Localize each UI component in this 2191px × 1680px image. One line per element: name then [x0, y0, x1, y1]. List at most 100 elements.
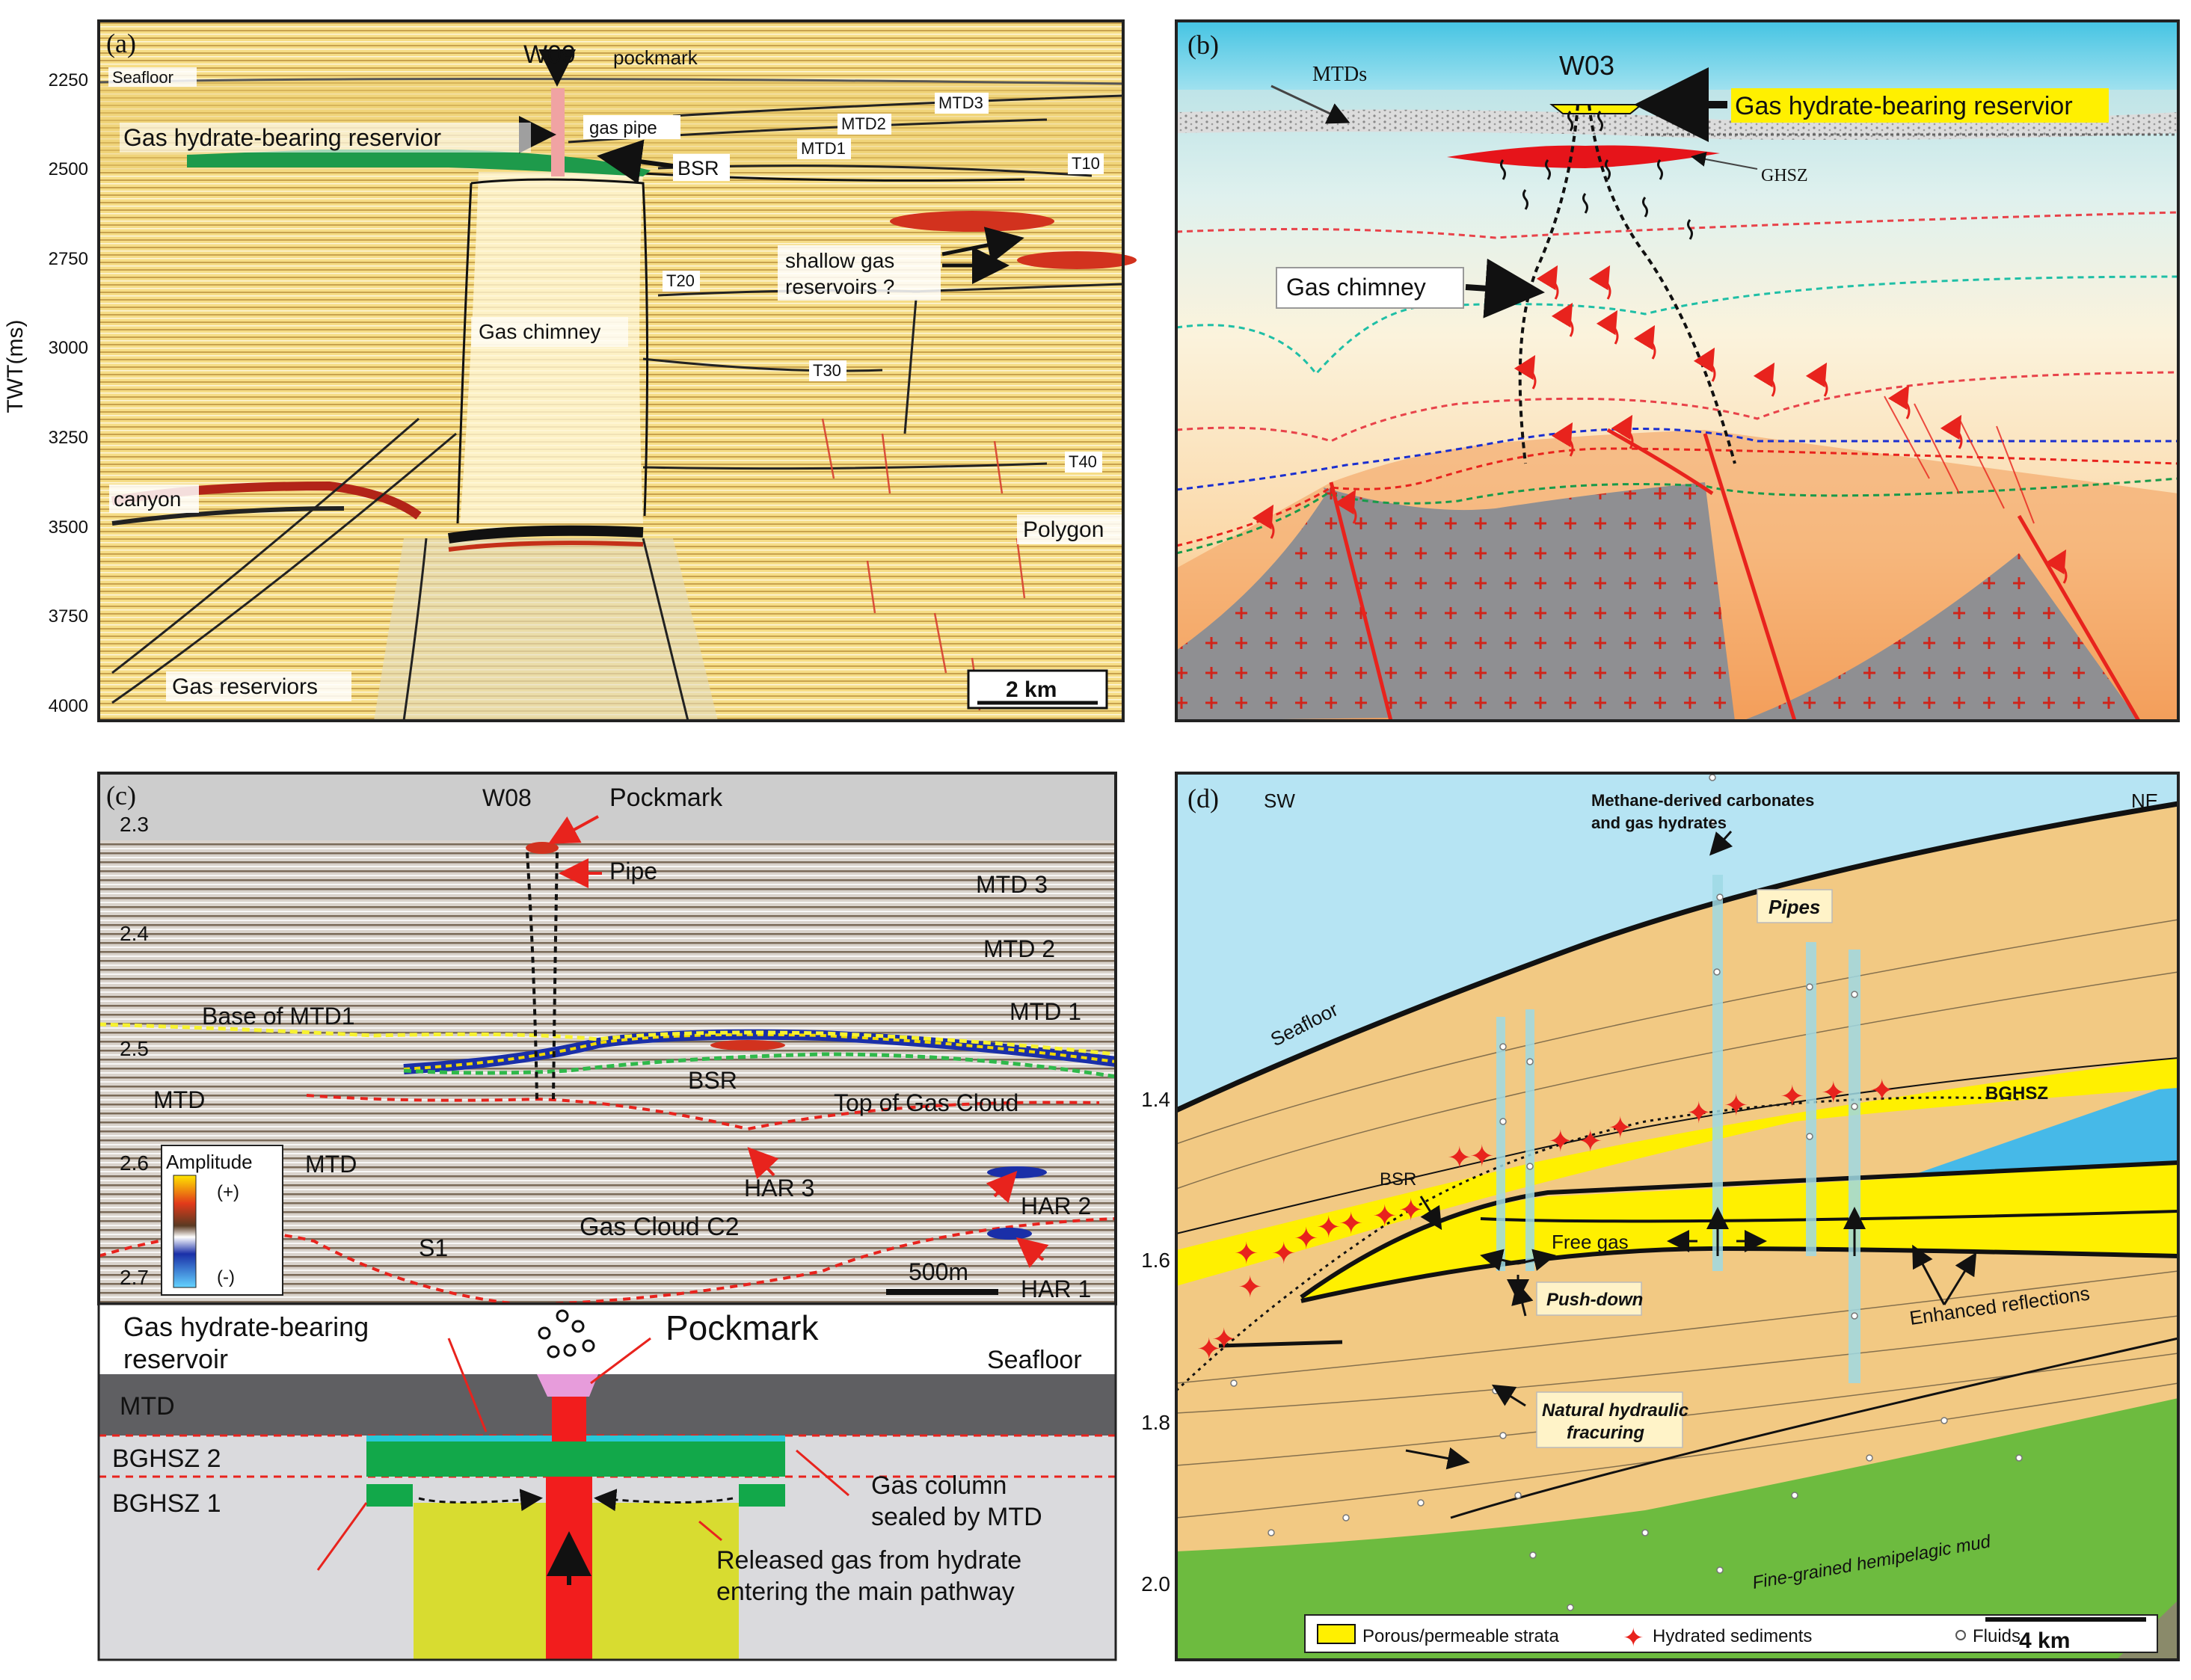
amplitude-legend-minus: (-) [217, 1267, 235, 1287]
panel-b-tag: (b) [1187, 30, 1219, 60]
svg-text:✦: ✦ [1372, 1199, 1398, 1234]
gas-squiggles-b [1500, 111, 1693, 240]
reservoir-label-bg-b [1731, 88, 2109, 123]
tick-c-2.7: 2.7 [120, 1266, 149, 1289]
panel-a-tag: (a) [106, 28, 136, 58]
scale-label-c: 500m [909, 1258, 968, 1285]
scale-label-a: 2 km [1006, 677, 1057, 702]
fracturing-label-2: fracuring [1567, 1423, 1644, 1443]
svg-text:✦: ✦ [1271, 1237, 1297, 1271]
top-gas-cloud-label: Top of Gas Cloud [834, 1089, 1018, 1116]
tick-c-2.3: 2.3 [120, 813, 149, 836]
porous-strata-lower-d [1301, 1163, 2178, 1301]
enhanced-reflection-top [1300, 1160, 2179, 1299]
svg-text:✦: ✦ [1234, 1237, 1259, 1271]
base-mtd1-line [98, 1022, 1116, 1056]
pockmark-sketch [537, 1374, 598, 1397]
hydrate-cap-b [1549, 104, 1644, 114]
hydrate-reservoir-a [187, 150, 651, 176]
bsr-label-a: BSR [677, 157, 719, 179]
tick-d-2.0: 2.0 [1141, 1572, 1170, 1596]
reservoir-label-b: Gas hydrate-bearing reservior [1735, 92, 2073, 120]
svg-text:✦: ✦ [1469, 1139, 1495, 1174]
mtd-layer-sketch [99, 1374, 1116, 1436]
shallow-gas-lens-2 [1017, 251, 1137, 269]
canyon-label: canyon [114, 487, 181, 511]
t20-label: T20 [666, 271, 695, 290]
pockmark-label-sketch: Pockmark [666, 1308, 819, 1347]
svg-text:✦: ✦ [1196, 1332, 1222, 1367]
svg-text:✦: ✦ [1294, 1222, 1319, 1256]
legend-hydrated-label: Hydrated sediments [1653, 1626, 1812, 1646]
tick-c-2.4: 2.4 [120, 922, 149, 945]
tick-d-1.8: 1.8 [1141, 1411, 1170, 1434]
legend-fluid-icon [1955, 1630, 1966, 1640]
t40-line [642, 462, 1048, 470]
t30-label: T30 [813, 361, 841, 380]
svg-text:3000: 3000 [49, 338, 88, 358]
har1-label: HAR 1 [1021, 1276, 1091, 1302]
panel-d-tag: (d) [1187, 784, 1219, 813]
basement-left [1176, 486, 1391, 721]
svg-text:✦: ✦ [1316, 1210, 1342, 1245]
bsr-line-c [403, 1052, 1116, 1079]
panel-c-tag: (c) [106, 781, 136, 810]
y-ticks-a: 2250 2500 2750 3000 3250 3500 3750 4000 [49, 70, 88, 716]
panel-d: ✦✦ ✦✦ ✦✦ ✦✦ ✦✦ ✦✦ ✦✦ ✦✦ ✦✦ ✦✦ [1141, 772, 2180, 1661]
svg-text:✦: ✦ [1608, 1111, 1633, 1145]
seafloor-line [98, 77, 1124, 85]
well-label-w09: W09 [523, 40, 576, 69]
fracturing-label-1: Natural hydraulic [1542, 1400, 1688, 1421]
hemipelagic-mud-d [1176, 1398, 2178, 1660]
hydrated-stars-d: ✦✦ ✦✦ ✦✦ ✦✦ ✦✦ ✦✦ ✦✦ ✦✦ ✦✦ ✦✦ [1196, 1074, 1895, 1367]
amplitude-colorbar [173, 1175, 197, 1288]
panel-c-sketch: Gas hydrate-bearing reservoir Pockmark S… [97, 1302, 1117, 1661]
pockmark-label-a: pockmark [613, 46, 698, 69]
svg-text:2250: 2250 [49, 70, 88, 90]
svg-text:✦: ✦ [1869, 1074, 1895, 1108]
pipe-outline-c [526, 852, 538, 1100]
bghsz-label-d: BGHSZ [1985, 1083, 2048, 1104]
svg-text:✦: ✦ [1211, 1323, 1237, 1357]
pipe-top-sketch [552, 1397, 586, 1441]
svg-text:2500: 2500 [49, 159, 88, 179]
legend-porous-swatch [1317, 1624, 1356, 1644]
shallow-gas-label-1: shallow gas [785, 249, 894, 272]
bghsz-line-d [1175, 1096, 2020, 1392]
seafloor-label-a: Seafloor [112, 68, 173, 87]
small-faults-a [821, 418, 1026, 711]
mtd2-label-a: MTD2 [841, 114, 886, 133]
svg-text:✦: ✦ [1821, 1076, 1846, 1110]
scale-label-d: 4 km [2019, 1628, 2070, 1653]
tick-d-1.6: 1.6 [1141, 1249, 1170, 1272]
har3-label: HAR 3 [744, 1175, 814, 1201]
svg-text:✦: ✦ [1724, 1089, 1749, 1123]
gas-cloud-label: Gas Cloud C2 [580, 1213, 740, 1241]
bubbles-sketch [538, 1309, 595, 1359]
amplitude-legend-title: Amplitude [166, 1151, 253, 1173]
mtd3-line [672, 94, 1124, 117]
faults-b [1329, 428, 2141, 722]
released-gas-label-1: Released gas from hydrate [716, 1546, 1021, 1575]
pockmark-c [526, 842, 559, 854]
shallow-gas-label-2: reservoirs ? [785, 275, 894, 298]
amplitude-legend-plus: (+) [217, 1182, 239, 1202]
mtds-label: MTDs [1312, 63, 1367, 86]
water-column-c [99, 773, 1116, 840]
fluid-arrows-b [1252, 265, 2068, 584]
mtd-label-c-mid: MTD [305, 1151, 357, 1178]
svg-text:✦: ✦ [1238, 1270, 1263, 1305]
gas-chimney-label-bg-b [1276, 267, 1464, 309]
mtd1-label-a: MTD1 [801, 139, 846, 158]
horizon-red-3 [1176, 447, 2179, 547]
bsr-label-d: BSR [1380, 1169, 1416, 1190]
gas-column-label-1: Gas column [871, 1471, 1007, 1500]
har2-label: HAR 2 [1021, 1193, 1091, 1219]
shallow-gas-lens-1 [890, 211, 1054, 232]
mtd3-label-a: MTD3 [938, 93, 983, 112]
legend-star-icon: ✦ [1623, 1623, 1644, 1653]
bghsz1-hydrate-left [366, 1484, 413, 1507]
well-label-w08: W08 [482, 784, 532, 811]
t30-line [642, 357, 883, 372]
